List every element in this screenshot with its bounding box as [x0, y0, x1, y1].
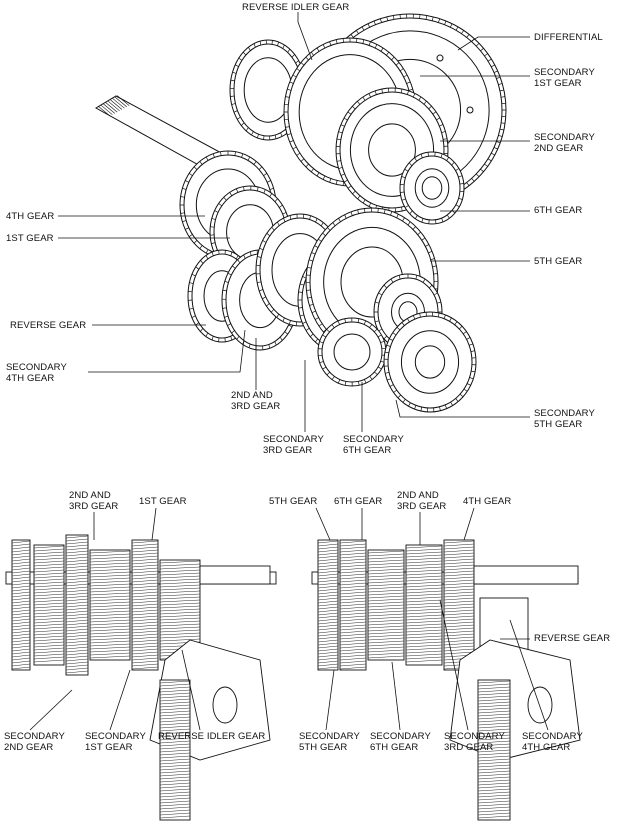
left-section-view	[5, 534, 277, 821]
secondary-6th-gear	[317, 317, 387, 387]
leader-right-secondary-5th	[325, 669, 335, 731]
right-section-view	[311, 539, 581, 821]
right-pinion	[527, 686, 553, 724]
input-shaft-splines	[97, 95, 130, 117]
left-2nd-3rd-gear-block	[33, 544, 65, 666]
right-2nd-3rd-gear-block	[405, 544, 443, 666]
leader-right-5th	[315, 507, 331, 541]
label-reverse-idler-gear: REVERSE IDLER GEAR	[242, 2, 350, 13]
leader-reverse-idler	[297, 12, 313, 61]
label-left-reverse-idler-gear: REVERSE IDLER GEAR	[158, 731, 266, 742]
leader-left-reverse-idler	[181, 649, 201, 731]
label-left-1st-gear: 1ST GEAR	[139, 496, 187, 507]
leader-right-secondary-4th	[509, 619, 549, 731]
right-synchro-block	[367, 549, 405, 661]
left-synchro-block	[65, 534, 89, 676]
leader-differential	[457, 36, 530, 51]
label-right-6th-gear: 6TH GEAR	[334, 496, 383, 507]
leader-left-secondary-1st	[109, 669, 131, 731]
left-secondary-2nd-gear-block	[11, 539, 31, 671]
leader-right-secondary-6th	[391, 661, 401, 731]
label-4th-gear: 4TH GEAR	[6, 211, 55, 222]
leader-left-1st	[151, 507, 157, 541]
left-hub-block	[89, 549, 131, 661]
leader-secondary-5th	[395, 399, 530, 418]
label-1st-gear: 1ST GEAR	[6, 233, 54, 244]
5th-gear	[305, 207, 439, 357]
right-output-shaft	[473, 565, 579, 585]
label-differential: DIFFERENTIAL	[534, 32, 603, 43]
right-6th-gear-block	[339, 539, 367, 671]
leader-secondary-4th	[88, 329, 246, 373]
label-6th-gear: 6TH GEAR	[534, 205, 583, 216]
right-final-drive-gear	[477, 679, 511, 821]
right-4th-gear-block	[443, 539, 475, 671]
left-1st-gear-block	[131, 539, 159, 671]
left-output-shaft	[199, 565, 271, 585]
6th-gear	[399, 151, 465, 225]
label-right-reverse-gear: REVERSE GEAR	[534, 633, 611, 644]
label-right-5th-gear: 5TH GEAR	[269, 496, 318, 507]
label-reverse-gear: REVERSE GEAR	[10, 320, 87, 331]
leader-right-4th	[463, 507, 475, 541]
leader-right-secondary-3rd	[439, 599, 469, 731]
label-5th-gear: 5TH GEAR	[534, 256, 583, 267]
left-pinion	[212, 686, 238, 724]
secondary-5th-gear	[383, 311, 477, 413]
exploded-gear-view	[95, 13, 507, 413]
left-final-drive-gear	[159, 679, 191, 821]
leader-lines	[29, 12, 549, 731]
right-5th-gear-block	[317, 539, 339, 671]
leader-left-secondary-2nd	[29, 689, 73, 731]
label-right-4th-gear: 4TH GEAR	[463, 496, 512, 507]
